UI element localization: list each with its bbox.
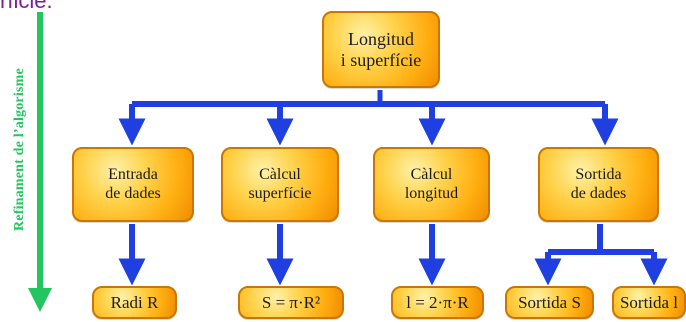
node-sortida: Sortida de dades [538, 147, 659, 222]
node-formula-l: l = 2·π·R [391, 286, 484, 319]
node-formula-s: S = π·R² [238, 286, 344, 319]
node-entrada: Entrada de dades [72, 147, 194, 222]
node-calcul-superficie: Càlcul superfície [221, 147, 339, 222]
node-sortida-l: Sortida l [612, 286, 686, 319]
node-calcul-longitud: Càlcul longitud [373, 147, 490, 222]
node-radi: Radi R [92, 286, 177, 319]
node-sortida-s: Sortida S [505, 286, 594, 319]
node-root: Longitud i superfície [322, 11, 440, 88]
top-fragment-text: rficie. [0, 0, 53, 13]
